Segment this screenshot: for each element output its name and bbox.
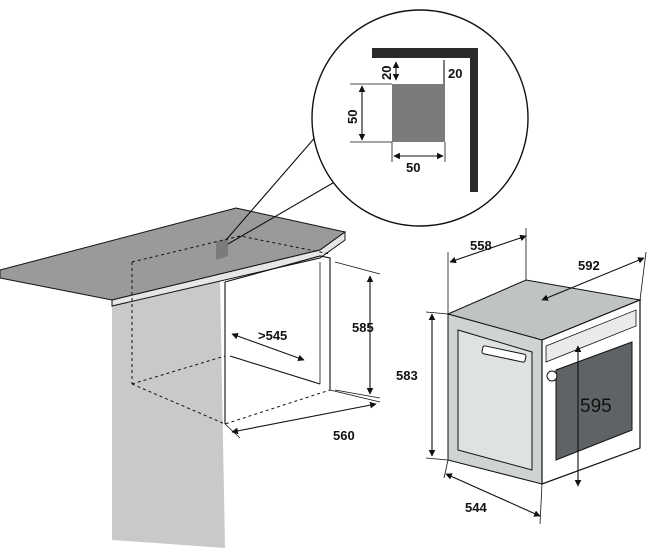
ext-585-top: [334, 261, 381, 275]
callout-leader-bottom: [227, 179, 339, 245]
detail-callout: 50 50 20 20: [225, 9, 529, 245]
oven-handle: [481, 345, 527, 363]
cabinet-group: 585 560 >545: [0, 207, 381, 548]
callout-leader-top: [225, 133, 319, 241]
ext-583-bottom: [425, 457, 449, 461]
label-gap-side: 20: [448, 66, 462, 81]
dim-line-558: [449, 234, 527, 264]
label-oven-front-height: 595: [580, 396, 612, 417]
ext-544-left: [443, 459, 449, 479]
ext-544-right: [539, 483, 543, 525]
detail-vent-square: [392, 84, 445, 142]
oven-knob: [546, 370, 558, 382]
niche-inner-floor: [229, 355, 321, 385]
oven-side-door: [457, 329, 533, 471]
dim-line-544: [445, 473, 541, 517]
label-cabinet-depth: 560: [333, 428, 355, 443]
label-vent-width: 50: [406, 160, 420, 175]
dim-line-592: [541, 257, 645, 301]
dim-line-560: [231, 401, 377, 435]
niche-dashed-inner: [131, 355, 226, 385]
label-cabinet-depth-min: >545: [258, 328, 287, 343]
ext-583-top: [425, 311, 449, 315]
label-vent-height: 50: [345, 110, 360, 124]
dim-line-545: [231, 332, 305, 362]
label-oven-height: 583: [396, 368, 418, 383]
label-cabinet-height: 585: [352, 320, 374, 335]
label-oven-depth-bottom: 544: [465, 500, 487, 515]
countertop-edge: [111, 231, 346, 307]
label-gap-top: 20: [379, 66, 394, 80]
ext-585-bottom: [334, 389, 381, 399]
niche-back-top: [224, 255, 331, 390]
counter-vent: [216, 238, 228, 260]
label-oven-width-top: 592: [578, 258, 600, 273]
niche-dashed-bottom: [131, 383, 331, 425]
oven-control-panel: [545, 309, 637, 363]
oven-group: 558 592 583 595 544: [396, 228, 647, 525]
cabinet-side-panel: [112, 280, 225, 548]
ext-560-right: [329, 389, 381, 403]
label-oven-depth-top: 558: [470, 238, 492, 253]
niche-dashed-top: [131, 235, 331, 263]
